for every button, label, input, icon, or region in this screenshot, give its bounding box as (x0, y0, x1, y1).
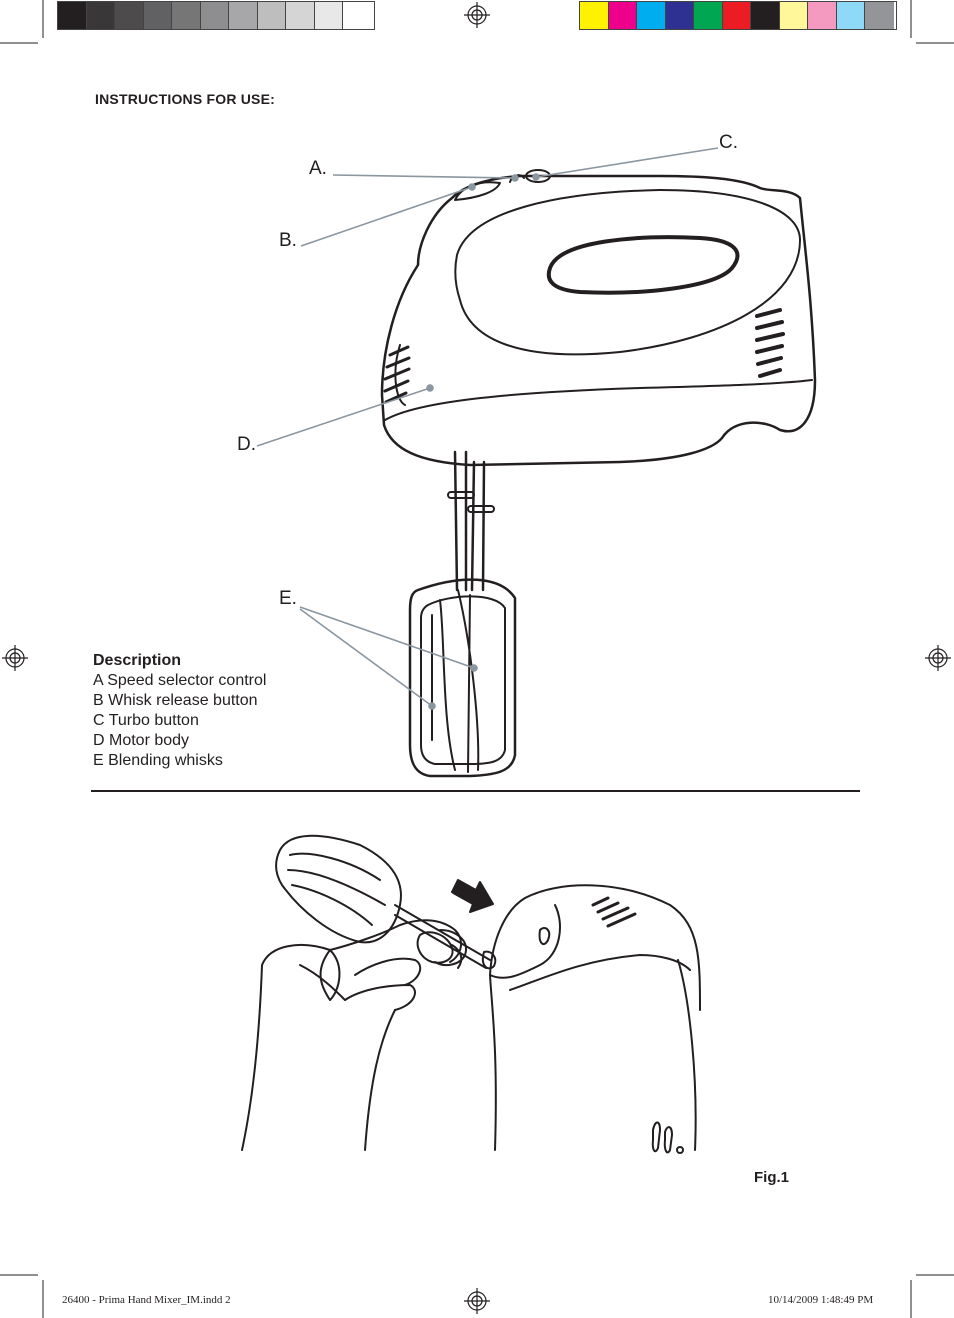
registration-mark-right (925, 645, 951, 671)
hand-mixer-illustration (380, 169, 817, 778)
color-swatch (779, 2, 809, 29)
color-bar (579, 1, 897, 30)
gray-swatch (86, 2, 116, 29)
color-swatch (608, 2, 638, 29)
color-swatch (722, 2, 752, 29)
registration-mark-bottom (464, 1288, 490, 1314)
registration-mark-left (2, 645, 28, 671)
callout-label-b: B. (279, 230, 297, 251)
whisk-insertion-illustration (241, 834, 701, 1154)
color-swatch (694, 2, 723, 29)
figure-label: Fig.1 (754, 1169, 790, 1186)
gray-swatch (286, 2, 315, 29)
gray-swatch (143, 2, 173, 29)
color-swatch (580, 2, 609, 29)
grayscale-bar (57, 1, 375, 30)
gray-swatch (343, 2, 372, 29)
gray-swatch (115, 2, 144, 29)
registration-mark-top (464, 2, 490, 28)
footer-timestamp: 10/14/2009 1:48:49 PM (768, 1294, 874, 1306)
callout-label-d: D. (237, 434, 256, 455)
color-swatch (665, 2, 695, 29)
gray-swatch (58, 2, 87, 29)
page-heading: INSTRUCTIONS FOR USE: (95, 91, 275, 107)
footer-file-name: 26400 - Prima Hand Mixer_IM.indd 2 (62, 1294, 231, 1306)
gray-swatch (257, 2, 287, 29)
description-title: Description (93, 652, 182, 669)
color-swatch (836, 2, 866, 29)
gray-swatch (229, 2, 258, 29)
color-swatch (808, 2, 837, 29)
section-divider (91, 790, 860, 792)
callout-leader-lines (256, 147, 719, 710)
callout-label-a: A. (309, 158, 327, 179)
description-item-e: E Blending whisks (93, 752, 223, 769)
gray-swatch (314, 2, 344, 29)
description-item-c: C Turbo button (93, 712, 199, 729)
gray-swatch (200, 2, 230, 29)
description-item-d: D Motor body (93, 732, 190, 749)
color-swatch (751, 2, 780, 29)
callout-label-c: C. (719, 132, 738, 153)
description-item-a: A Speed selector control (93, 672, 267, 689)
callout-label-e: E. (279, 588, 297, 609)
gray-swatch (172, 2, 201, 29)
description-block: Description A Speed selector control B W… (93, 651, 266, 771)
color-swatch (637, 2, 666, 29)
color-swatch (865, 2, 894, 29)
description-item-b: B Whisk release button (93, 692, 258, 709)
